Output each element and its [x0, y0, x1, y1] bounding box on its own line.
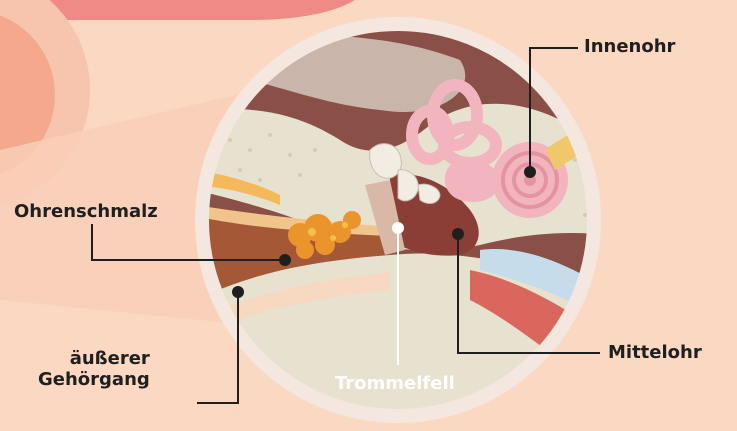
label-eardrum: Trommelfell: [335, 373, 455, 394]
marker-ohrenschmalz: [279, 254, 291, 266]
label-ear-canal-line1: äußerer: [38, 348, 150, 369]
label-earwax: Ohrenschmalz: [14, 201, 158, 222]
marker-innenohr: [524, 166, 536, 178]
label-middle-ear: Mittelohr: [608, 342, 702, 363]
label-ear-canal: äußerer Gehörgang: [38, 348, 150, 390]
marker-gehoergang: [232, 286, 244, 298]
marker-trommelfell: [392, 222, 404, 234]
label-ear-canal-line2: Gehörgang: [38, 369, 150, 390]
label-inner-ear: Innenohr: [584, 36, 675, 57]
marker-mittelohr: [452, 228, 464, 240]
